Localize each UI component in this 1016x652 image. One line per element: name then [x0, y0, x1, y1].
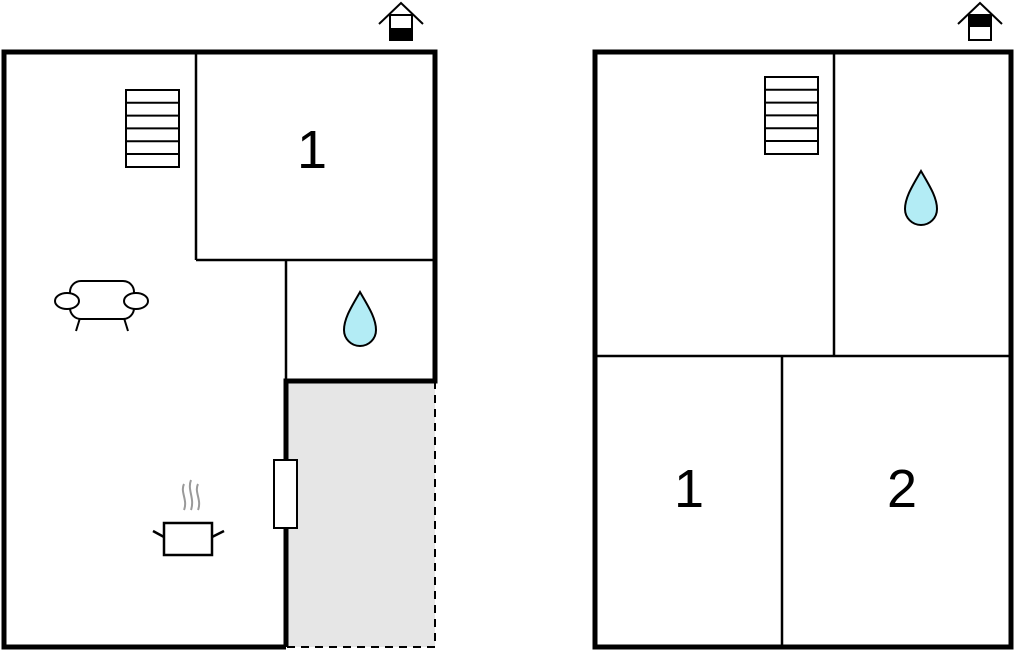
- bathroom-water-drop-icon: [903, 168, 939, 226]
- stairs-icon: [125, 89, 180, 168]
- upper-bedroom-2-label: 2: [887, 459, 917, 519]
- bathroom-water-drop-icon: [342, 289, 378, 347]
- upper-floor-plan: 1 2: [592, 1, 1014, 650]
- ground-bedroom-1-label: 1: [297, 120, 327, 180]
- upper-bedroom-1-label: 1: [674, 459, 704, 519]
- upper-floor-outer-wall: [592, 49, 1014, 650]
- house-ground-floor-icon: [378, 1, 424, 41]
- terrace-area: [286, 381, 436, 648]
- stairs-icon: [764, 76, 819, 155]
- house-upper-floor-icon: [957, 1, 1003, 41]
- upper-floor-interior-walls: [595, 52, 1011, 647]
- ground-floor-interior-walls: [194, 52, 435, 381]
- sofa-icon: [54, 280, 149, 332]
- door-icon: [273, 459, 298, 529]
- ground-floor-plan: 1: [1, 1, 438, 650]
- kitchen-pot-icon: [152, 479, 225, 557]
